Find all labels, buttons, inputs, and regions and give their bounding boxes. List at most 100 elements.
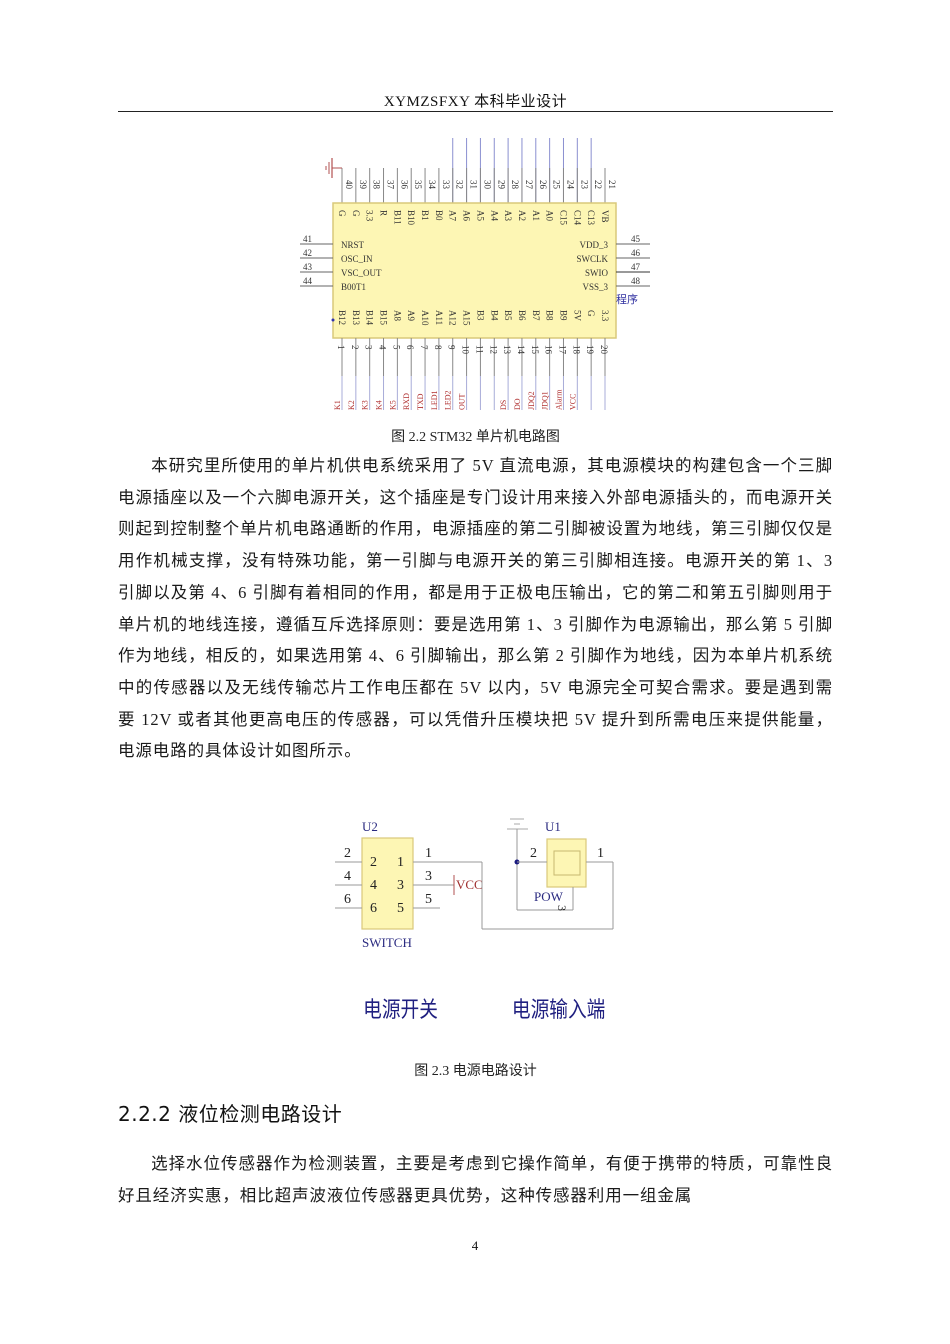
svg-text:39: 39 bbox=[358, 180, 368, 190]
svg-text:2: 2 bbox=[350, 345, 360, 350]
svg-text:B11: B11 bbox=[392, 210, 402, 225]
page-header: XYMZSFXY 本科毕业设计 bbox=[383, 94, 568, 110]
svg-text:B4: B4 bbox=[489, 310, 499, 321]
svg-text:程序: 程序 bbox=[616, 292, 638, 306]
svg-text:U2: U2 bbox=[362, 819, 378, 834]
svg-text:6: 6 bbox=[370, 901, 377, 916]
svg-text:R: R bbox=[379, 210, 389, 216]
svg-text:1: 1 bbox=[597, 846, 604, 861]
svg-text:VCC: VCC bbox=[456, 877, 483, 892]
svg-text:A12: A12 bbox=[448, 310, 458, 326]
svg-text:22: 22 bbox=[593, 180, 603, 189]
svg-text:A3: A3 bbox=[503, 210, 513, 221]
figure-2-2-caption: 图 2.2 STM32 单片机电路图 bbox=[391, 430, 560, 445]
svg-text:37: 37 bbox=[386, 180, 396, 190]
svg-text:K4: K4 bbox=[375, 400, 384, 410]
svg-text:C13: C13 bbox=[586, 210, 596, 226]
svg-text:11: 11 bbox=[474, 345, 484, 354]
svg-text:SWITCH: SWITCH bbox=[362, 935, 412, 950]
svg-text:45: 45 bbox=[631, 234, 641, 244]
svg-text:电源开关: 电源开关 bbox=[363, 998, 438, 1023]
svg-text:SWIO: SWIO bbox=[585, 268, 608, 278]
svg-text:C15: C15 bbox=[558, 210, 568, 226]
svg-text:34: 34 bbox=[427, 180, 437, 190]
svg-text:15: 15 bbox=[530, 345, 540, 355]
svg-text:SWCLK: SWCLK bbox=[577, 254, 609, 264]
svg-text:A5: A5 bbox=[475, 210, 485, 221]
svg-text:B0: B0 bbox=[434, 210, 444, 221]
svg-text:29: 29 bbox=[496, 180, 506, 190]
header-rule bbox=[118, 111, 833, 112]
svg-text:A9: A9 bbox=[406, 310, 416, 321]
svg-text:24: 24 bbox=[565, 180, 575, 190]
svg-text:48: 48 bbox=[631, 276, 641, 286]
svg-text:5: 5 bbox=[397, 901, 404, 916]
body-paragraph-2: 选择水位传感器作为检测装置，主要是考虑到它操作简单，有便于携带的特质，可靠性良好… bbox=[118, 1148, 833, 1211]
svg-text:20: 20 bbox=[599, 345, 609, 355]
svg-text:8: 8 bbox=[433, 345, 443, 350]
svg-text:17: 17 bbox=[557, 345, 567, 355]
svg-text:A8: A8 bbox=[392, 310, 402, 321]
svg-text:13: 13 bbox=[502, 345, 512, 355]
svg-text:A11: A11 bbox=[434, 310, 444, 325]
svg-text:A6: A6 bbox=[462, 210, 472, 221]
page-number: 4 bbox=[471, 1238, 479, 1253]
svg-text:U1: U1 bbox=[545, 819, 561, 834]
svg-text:OUT: OUT bbox=[458, 393, 467, 410]
svg-text:36: 36 bbox=[399, 180, 409, 190]
svg-text:4: 4 bbox=[344, 869, 351, 884]
svg-text:46: 46 bbox=[631, 248, 641, 258]
svg-text:14: 14 bbox=[516, 345, 526, 355]
svg-text:43: 43 bbox=[303, 262, 313, 272]
svg-text:OSC_IN: OSC_IN bbox=[341, 254, 373, 264]
paragraph-1-text: 本研究里所使用的单片机供电系统采用了 5V 直流电源，其电源模块的构建包含一个三… bbox=[118, 456, 833, 761]
svg-text:2: 2 bbox=[530, 846, 537, 861]
svg-text:TXD: TXD bbox=[416, 393, 425, 410]
svg-text:VSS_3: VSS_3 bbox=[582, 282, 608, 292]
svg-text:LED2: LED2 bbox=[444, 390, 453, 410]
svg-text:B14: B14 bbox=[365, 310, 375, 326]
figure-2-3-caption: 图 2.3 电源电路设计 bbox=[414, 1064, 537, 1079]
section-heading: 2.2.2 液位检测电路设计 bbox=[118, 1102, 343, 1126]
svg-text:A7: A7 bbox=[448, 210, 458, 221]
svg-text:B13: B13 bbox=[351, 310, 361, 326]
svg-text:B15: B15 bbox=[379, 310, 389, 326]
svg-text:RXD: RXD bbox=[402, 393, 411, 410]
svg-text:G: G bbox=[351, 210, 361, 217]
svg-text:B9: B9 bbox=[558, 310, 568, 321]
svg-text:33: 33 bbox=[441, 180, 451, 190]
svg-text:3.3: 3.3 bbox=[365, 210, 375, 222]
svg-text:1: 1 bbox=[336, 345, 346, 350]
svg-text:LED1: LED1 bbox=[430, 390, 439, 410]
svg-text:B3: B3 bbox=[475, 310, 485, 321]
svg-text:38: 38 bbox=[372, 180, 382, 190]
svg-text:31: 31 bbox=[469, 180, 479, 189]
svg-text:9: 9 bbox=[447, 345, 457, 350]
svg-text:16: 16 bbox=[544, 345, 554, 355]
svg-text:VSC_OUT: VSC_OUT bbox=[341, 268, 382, 278]
svg-text:3: 3 bbox=[425, 869, 432, 884]
svg-text:3: 3 bbox=[364, 345, 374, 350]
svg-text:DO: DO bbox=[513, 398, 522, 410]
svg-text:30: 30 bbox=[482, 180, 492, 190]
svg-text:26: 26 bbox=[538, 180, 548, 190]
svg-text:35: 35 bbox=[413, 180, 423, 190]
svg-text:NRST: NRST bbox=[341, 240, 365, 250]
svg-text:A10: A10 bbox=[420, 310, 430, 326]
svg-text:18: 18 bbox=[571, 345, 581, 355]
svg-text:G: G bbox=[337, 210, 347, 217]
svg-text:5V: 5V bbox=[572, 310, 582, 322]
svg-text:1: 1 bbox=[425, 846, 432, 861]
svg-text:5: 5 bbox=[425, 892, 432, 907]
svg-text:3.3: 3.3 bbox=[600, 310, 610, 322]
svg-text:10: 10 bbox=[461, 345, 471, 355]
svg-text:42: 42 bbox=[303, 248, 312, 258]
svg-text:JDQ1: JDQ1 bbox=[541, 391, 550, 410]
svg-text:B00T1: B00T1 bbox=[341, 282, 366, 292]
svg-text:1: 1 bbox=[397, 855, 404, 870]
svg-text:A15: A15 bbox=[462, 310, 472, 326]
